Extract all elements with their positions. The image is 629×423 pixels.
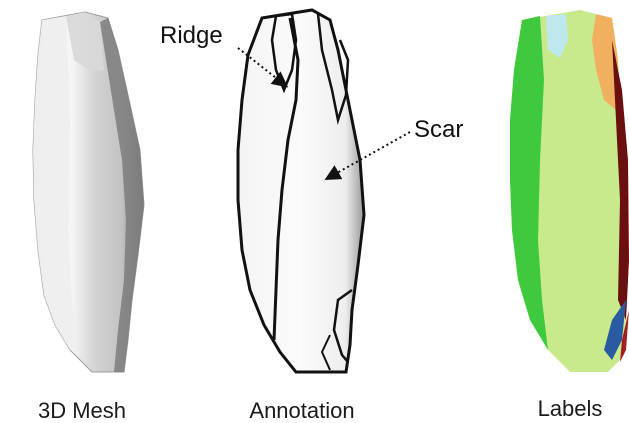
- caption-annotation: Annotation: [249, 398, 354, 423]
- caption-mesh: 3D Mesh: [38, 398, 126, 423]
- ridge-callout-label: Ridge: [160, 22, 223, 50]
- labels-panel: [510, 10, 629, 372]
- caption-labels: Labels: [538, 396, 603, 422]
- mesh-panel: [33, 12, 144, 372]
- annotation-outline: [238, 10, 364, 372]
- annotation-panel: [238, 10, 364, 372]
- scar-callout-label: Scar: [414, 116, 463, 144]
